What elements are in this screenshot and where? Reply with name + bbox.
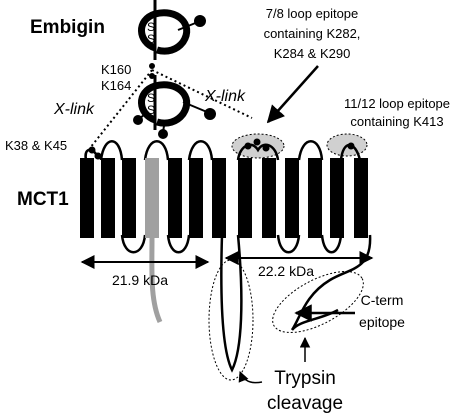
crosslinks — [89, 69, 253, 149]
k413-site — [347, 142, 355, 150]
k164-label: K164 — [101, 78, 131, 93]
trypsin-region — [208, 259, 254, 381]
xlink-left-line — [89, 69, 153, 149]
tm-helix-7 — [212, 158, 226, 238]
disulfide-s-4: S — [147, 103, 155, 117]
tm-helix-12 — [330, 158, 344, 238]
embigin-protein: S S S S — [133, 0, 216, 139]
k160-label: K160 — [101, 62, 131, 77]
tm-helix-2 — [101, 158, 115, 238]
loop-1-2 — [99, 140, 124, 161]
embigin-ig-loop-1 — [138, 9, 191, 55]
loop-9-10 — [297, 140, 324, 161]
k290-site — [262, 144, 270, 152]
disulfide-s-1: S — [147, 20, 155, 34]
tm-helix-4-highlight — [145, 158, 159, 238]
loop-6-7 — [220, 234, 243, 373]
tm-helix-9 — [262, 158, 276, 238]
tm-helix-10 — [285, 158, 299, 238]
trypsin-text-2: cleavage — [267, 393, 343, 414]
loop1112-text-2: containing K413 — [350, 114, 443, 129]
tm-helix-8 — [238, 158, 252, 238]
loop1112-text-1: 11/12 loop epitope — [344, 96, 450, 111]
k38-k45-label: K38 & K45 — [5, 138, 67, 153]
k164-site — [149, 73, 155, 79]
k45-site — [94, 152, 102, 160]
k160-site — [149, 63, 155, 69]
xlink-left-label: X-link — [53, 101, 95, 118]
xlink-right-label: X-link — [204, 88, 246, 105]
glycosylation-sites — [133, 15, 216, 139]
embigin-label: Embigin — [30, 17, 105, 38]
tm-helix-3 — [122, 158, 136, 238]
loop-2-3 — [120, 234, 147, 254]
highlight-tail — [149, 237, 163, 324]
loop78-text-3: K284 & K290 — [274, 46, 351, 61]
loop-5-6 — [187, 140, 214, 161]
trypsin-arrow-curve — [238, 371, 263, 384]
disulfide-s-3: S — [147, 91, 155, 105]
mct1-label: MCT1 — [17, 189, 69, 210]
loop78-epitope-region — [231, 133, 285, 159]
tm-helix-6 — [189, 158, 203, 238]
k38-site — [88, 146, 96, 154]
loop-3-4 — [143, 140, 170, 161]
cterm-text-2: epitope — [359, 314, 405, 330]
trypsin-text-1: Trypsin — [274, 368, 336, 389]
tm-helix-11 — [308, 158, 322, 238]
cterm-epitope-region — [272, 271, 364, 333]
loop78-text-2: containing K282, — [264, 26, 361, 41]
tm-helix-1 — [80, 158, 94, 238]
xlink-right-line — [151, 69, 253, 119]
loop78-text-1: 7/8 loop epitope — [266, 6, 359, 21]
mct1-protein — [80, 138, 372, 373]
embigin-ig-loop-2 — [138, 81, 191, 127]
k284-site — [253, 138, 261, 146]
loop-4-5 — [166, 234, 191, 254]
kda-right-label: 22.2 kDa — [258, 263, 314, 279]
loop78-arrow — [266, 65, 319, 124]
loop-7-8 — [236, 143, 280, 161]
k282-site — [244, 142, 252, 150]
tm-helix-13 — [354, 158, 368, 238]
disulfide-s-2: S — [147, 32, 155, 46]
kda-left-label: 21.9 kDa — [112, 272, 168, 288]
cterm-text-1: C-term — [361, 292, 404, 308]
tm-helix-5 — [168, 158, 182, 238]
